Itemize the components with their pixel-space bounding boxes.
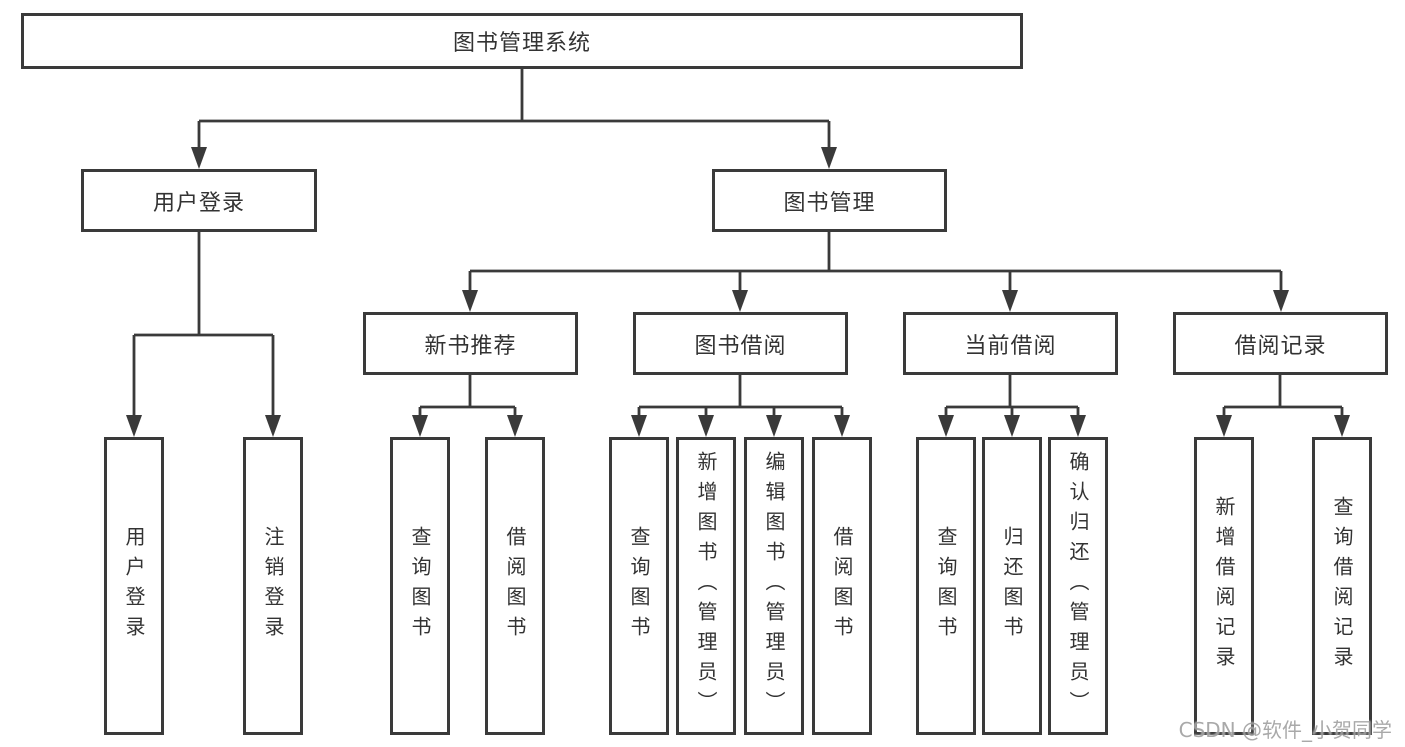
node-book-management: 图书管理 (712, 169, 947, 232)
node-new-book-recommend: 新书推荐 (363, 312, 578, 375)
leaf-label: 编辑图书（管理员） (762, 451, 786, 721)
leaf-return-books: 归还图书 (982, 437, 1042, 735)
node-label: 图书管理 (783, 190, 876, 216)
node-user-login: 用户登录 (81, 169, 317, 232)
node-book-borrow: 图书借阅 (633, 312, 848, 375)
leaf-user-login: 用户登录 (104, 437, 164, 735)
node-label: 当前借阅 (964, 333, 1057, 359)
node-label: 图书管理系统 (452, 31, 591, 56)
node-root-library-system: 图书管理系统 (21, 13, 1023, 69)
leaf-add-books-admin: 新增图书（管理员） (676, 437, 736, 735)
leaf-label: 注销登录 (261, 526, 285, 646)
leaf-label: 借阅图书 (830, 526, 854, 646)
leaf-add-borrow-record: 新增借阅记录 (1194, 437, 1254, 735)
node-label: 借阅记录 (1234, 333, 1327, 359)
node-current-borrow: 当前借阅 (903, 312, 1118, 375)
leaf-label: 新增图书（管理员） (694, 451, 718, 721)
leaf-query-books-current: 查询图书 (916, 437, 976, 735)
leaf-confirm-return-admin: 确认归还（管理员） (1048, 437, 1108, 735)
leaf-logout: 注销登录 (243, 437, 303, 735)
leaf-query-books-borrow: 查询图书 (609, 437, 669, 735)
csdn-watermark: CSDN @软件_小贺同学 (1178, 718, 1392, 742)
node-label: 用户登录 (152, 190, 245, 216)
leaf-label: 用户登录 (122, 526, 146, 646)
leaf-label: 查询图书 (627, 526, 651, 646)
leaf-label: 归还图书 (1000, 526, 1024, 646)
node-borrow-records: 借阅记录 (1173, 312, 1388, 375)
leaf-label: 新增借阅记录 (1212, 496, 1236, 676)
leaf-label: 查询图书 (408, 526, 432, 646)
node-label: 图书借阅 (694, 333, 787, 359)
leaf-borrow-books: 借阅图书 (812, 437, 872, 735)
leaf-label: 确认归还（管理员） (1066, 451, 1090, 721)
leaf-label: 查询借阅记录 (1330, 496, 1354, 676)
leaf-query-books-recommend: 查询图书 (390, 437, 450, 735)
leaf-query-borrow-record: 查询借阅记录 (1312, 437, 1372, 735)
leaf-label: 查询图书 (934, 526, 958, 646)
leaf-borrow-books-recommend: 借阅图书 (485, 437, 545, 735)
leaf-label: 借阅图书 (503, 526, 527, 646)
leaf-edit-books-admin: 编辑图书（管理员） (744, 437, 804, 735)
arrowheads (126, 147, 1350, 437)
node-label: 新书推荐 (424, 333, 517, 359)
